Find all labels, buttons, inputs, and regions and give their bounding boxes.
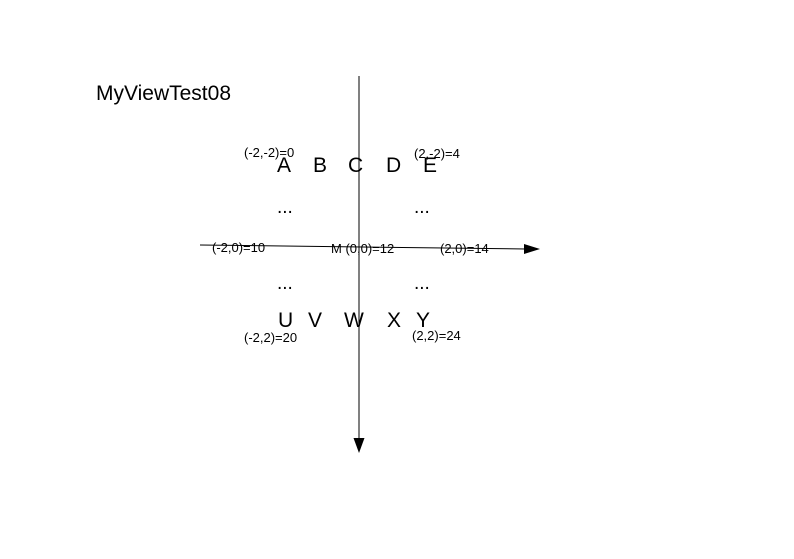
ellipsis-top-right: ... <box>414 197 430 218</box>
coord-label-center: M (0,0)=12 <box>331 241 395 256</box>
vertical-axis-arrowhead <box>353 438 365 453</box>
grid-letter-b: B <box>313 154 328 177</box>
grid-letter-a: A <box>277 154 292 177</box>
ellipsis-bottom-left: ... <box>277 273 293 294</box>
grid-letter-e: E <box>423 154 438 177</box>
ellipsis-top-left: ... <box>277 197 293 218</box>
coord-label-top-right: (2,-2)=4 <box>414 146 460 161</box>
grid-letter-x: X <box>387 309 402 332</box>
ellipsis-bottom-right: ... <box>414 273 430 294</box>
coord-label-middle-left: (-2,0)=10 <box>212 240 266 255</box>
horizontal-axis-line <box>199 244 527 250</box>
coord-label-top-left: (-2,-2)=0 <box>244 145 295 160</box>
grid-letter-d: D <box>386 154 402 177</box>
horizontal-axis-arrowhead <box>524 244 540 254</box>
diagram-title: MyViewTest08 <box>96 82 232 105</box>
coord-label-bottom-left: (-2,2)=20 <box>244 330 298 345</box>
coord-label-middle-right: (2,0)=14 <box>440 241 489 256</box>
grid-letter-y: Y <box>416 309 431 332</box>
coord-label-bottom-right: (2,2)=24 <box>412 328 461 343</box>
grid-letter-u: U <box>278 309 294 332</box>
grid-letter-w: W <box>344 309 364 332</box>
grid-letter-v: V <box>308 309 323 332</box>
grid-letter-c: C <box>348 154 364 177</box>
